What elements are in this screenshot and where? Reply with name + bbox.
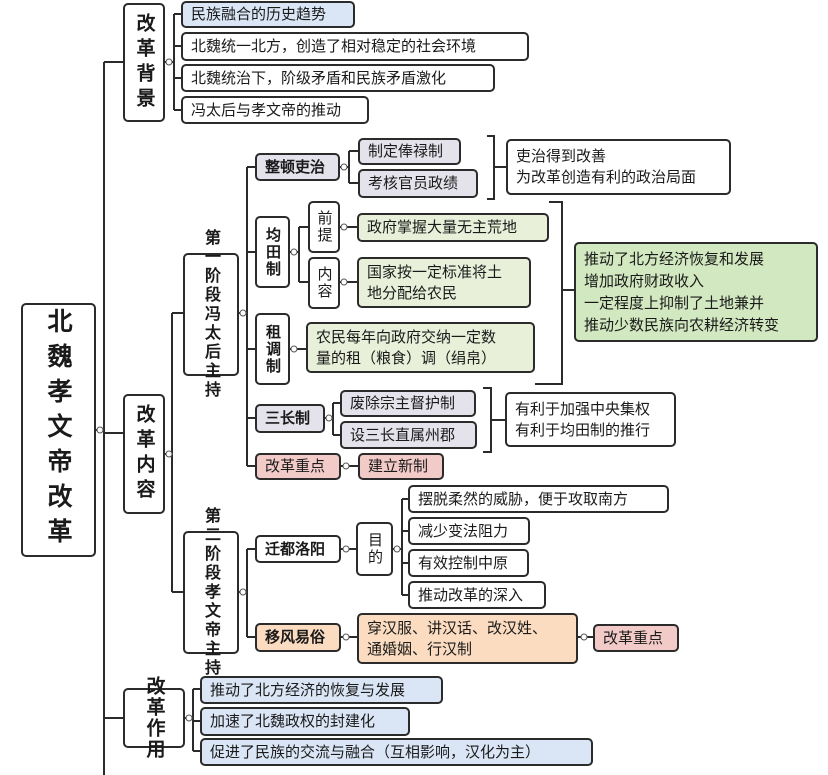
root-title: 北魏孝文帝改革 xyxy=(21,303,96,557)
move-purpose-item: 摆脱柔然的威胁，便于攻取南方 xyxy=(408,485,669,513)
three-heads-node: 三长制 xyxy=(255,404,325,433)
economic-effect-line: 推动少数民族向农耕经济转变 xyxy=(584,316,780,334)
background-item: 北魏统治下，阶级矛盾和民族矛盾激化 xyxy=(181,64,495,92)
stage1-key-point-value: 建立新制 xyxy=(358,453,444,480)
stage2-label: 第二阶段孝文帝主持 xyxy=(183,507,239,678)
effects-label: 改革作用 xyxy=(123,676,185,760)
customs-content-line: 通婚姻、行汉制 xyxy=(367,639,473,658)
customs-key-point: 改革重点 xyxy=(593,624,679,652)
officials-effect-line: 为改革创造有利的政治局面 xyxy=(516,168,697,186)
content-label: 改革内容 xyxy=(123,394,165,514)
tax-content: 农民每年向政府交纳一定数 量的租（粮食）调（绢帛） xyxy=(306,322,535,373)
tax-content-line: 农民每年向政府交纳一定数 xyxy=(316,327,497,346)
officials-item: 制定俸禄制 xyxy=(358,138,461,165)
land-premise: 政府掌握大量无主荒地 xyxy=(357,213,549,242)
move-purpose-label: 目的 xyxy=(356,522,393,576)
three-heads-effect-line: 有利于均田制的推行 xyxy=(515,420,651,439)
officials-item: 考核官员政绩 xyxy=(358,169,478,198)
tax-content-line: 量的租（粮食）调（绢帛） xyxy=(316,348,497,367)
economic-effect-line: 推动了北方经济恢复和发展 xyxy=(584,250,765,268)
effects-item: 加速了北魏政权的封建化 xyxy=(200,707,410,736)
move-purpose-item: 有效控制中原 xyxy=(408,549,529,577)
three-heads-item: 设三长直属州郡 xyxy=(340,421,477,449)
customs-node: 移风易俗 xyxy=(255,623,341,652)
economic-effects: 推动了北方经济恢复和发展 增加政府财政收入 一定程度上抑制了土地兼并 推动少数民… xyxy=(574,242,818,342)
officials-effects: 吏治得到改善 为改革创造有利的政治局面 xyxy=(506,139,731,195)
customs-content-line: 穿汉服、讲汉话、改汉姓、 xyxy=(367,618,548,637)
land-content-line: 地分配给农民 xyxy=(367,283,458,302)
move-capital-node: 迁都洛阳 xyxy=(255,535,341,563)
background-item: 冯太后与孝文帝的推动 xyxy=(181,96,369,124)
move-purpose-item: 推动改革的深入 xyxy=(408,581,546,609)
three-heads-item: 废除宗主督护制 xyxy=(340,390,476,417)
land-content: 国家按一定标准将土 地分配给农民 xyxy=(357,257,531,308)
three-heads-effect-line: 有利于加强中央集权 xyxy=(515,399,651,418)
effects-item: 推动了北方经济的恢复与发展 xyxy=(200,676,443,704)
land-content-line: 国家按一定标准将土 xyxy=(367,262,503,281)
land-premise-label: 前提 xyxy=(308,201,340,253)
economic-effect-line: 一定程度上抑制了土地兼并 xyxy=(584,294,765,312)
customs-content: 穿汉服、讲汉话、改汉姓、 通婚姻、行汉制 xyxy=(357,613,578,664)
background-item: 北魏统一北方，创造了相对稳定的社会环境 xyxy=(181,32,529,61)
three-heads-effects: 有利于加强中央集权 有利于均田制的推行 xyxy=(505,392,676,447)
officials-node: 整顿吏治 xyxy=(255,153,340,181)
effects-item: 促进了民族的交流与融合（互相影响，汉化为主） xyxy=(200,738,593,766)
move-purpose-item: 减少变法阻力 xyxy=(408,517,530,545)
stage1-key-point-label: 改革重点 xyxy=(255,453,341,480)
land-content-label: 内容 xyxy=(308,257,340,309)
economic-effect-line: 增加政府财政收入 xyxy=(584,272,705,290)
background-item: 民族融合的历史趋势 xyxy=(181,1,355,28)
officials-effect-line: 吏治得到改善 xyxy=(516,147,607,165)
land-node: 均田制 xyxy=(255,216,290,288)
background-label: 改革背景 xyxy=(123,3,165,122)
tax-node: 租调制 xyxy=(255,313,290,385)
stage1-label: 第一阶段冯太后主持 xyxy=(183,229,239,400)
